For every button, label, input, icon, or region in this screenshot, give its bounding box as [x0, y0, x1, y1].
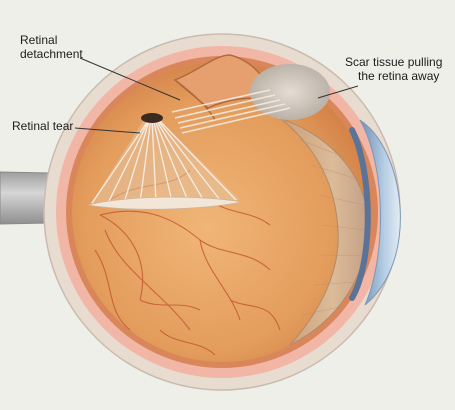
label-retinal-detachment: Retinal detachment [20, 33, 83, 61]
iris [349, 127, 371, 301]
tear-hole [141, 113, 163, 123]
tear-cone [90, 118, 240, 205]
leader-lines [74, 57, 359, 134]
cornea [359, 119, 401, 306]
leader-retinal-tear [74, 127, 141, 134]
scar-tissue [250, 64, 330, 120]
traction-bands [171, 89, 291, 134]
label-retinal-tear: Retinal tear [12, 119, 73, 133]
tear-base [87, 196, 243, 210]
blood-vessels [94, 169, 281, 356]
retinal-tear [87, 113, 243, 210]
leader-retinal-detachment [79, 57, 181, 101]
lens-fibers [299, 139, 367, 316]
lens [279, 117, 369, 346]
label-scar-tissue: Scar tissue pulling the retina away [345, 55, 446, 83]
retina-detachment-edge [174, 79, 216, 121]
tear-fibers [91, 117, 237, 204]
leader-scar-tissue [317, 85, 359, 99]
